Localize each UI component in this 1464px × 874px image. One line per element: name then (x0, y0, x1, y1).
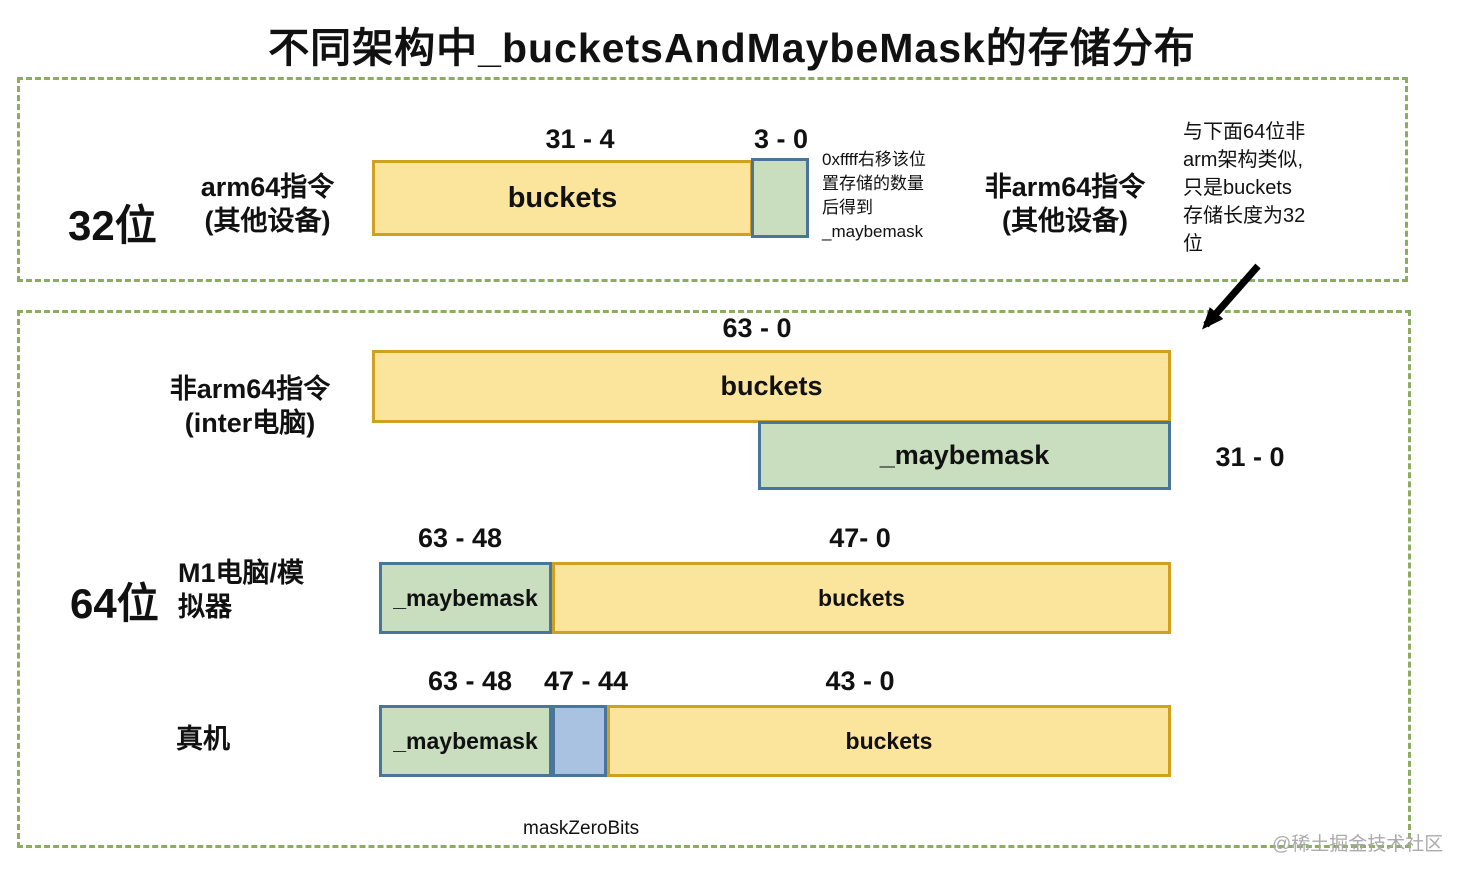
arch-label-real-device: 真机 (176, 724, 230, 754)
buckets-bar-device-label: buckets (845, 727, 933, 754)
maybemask-bar-device: _maybemask (379, 705, 552, 777)
bit-range-63-0: 63 - 0 (722, 313, 792, 343)
bit-range-3-0: 3 - 0 (753, 124, 809, 154)
maybemask-bar-device-label: _maybemask (393, 727, 538, 754)
buckets-bar-intel: buckets (372, 350, 1171, 423)
page-title: 不同架构中_bucketsAndMaybeMask的存储分布 (268, 25, 1196, 71)
maskzerobits-label: maskZeroBits (523, 818, 640, 839)
bit-range-31-4: 31 - 4 (545, 124, 615, 154)
buckets-bar-device: buckets (607, 705, 1171, 777)
watermark-text: @稀土掘金技术社区 (1272, 834, 1444, 855)
arch-label-intel: 非arm64指令 (inter电脑) (169, 374, 331, 438)
similarity-note: 与下面64位非 arm架构类似, 只是buckets 存储长度为32 位 (1183, 121, 1306, 255)
bit-range-63-48-m1: 63 - 48 (417, 523, 503, 553)
buckets-bar-32bit-label: buckets (507, 181, 618, 214)
bitness-label-64: 64位 (70, 580, 159, 627)
bit-range-31-0: 31 - 0 (1215, 442, 1285, 472)
shift-explanation-note: 0xffff右移该位 置存储的数量 后得到 _maybemask (822, 150, 926, 241)
maybemask-bar-m1-label: _maybemask (393, 584, 538, 611)
group-box-64bit (17, 310, 1411, 848)
bit-range-43-0: 43 - 0 (825, 666, 895, 696)
bit-range-47-44: 47 - 44 (543, 666, 629, 696)
buckets-bar-m1-label: buckets (818, 584, 905, 611)
buckets-bar-32bit: buckets (372, 160, 753, 236)
buckets-bar-intel-label: buckets (720, 371, 823, 401)
bit-range-63-48-device: 63 - 48 (427, 666, 513, 696)
arch-label-non-arm64: 非arm64指令 (其他设备) (984, 172, 1146, 236)
bit-range-47-0: 47- 0 (829, 523, 891, 553)
maskzerobits-segment (552, 705, 607, 777)
maybemask-bar-intel-label: _maybemask (879, 440, 1050, 470)
maybemask-bar-m1: _maybemask (379, 562, 552, 634)
arch-label-m1: M1电脑/模 拟器 (178, 558, 305, 622)
bitness-label-32: 32位 (68, 202, 157, 249)
maybemask-bar-intel: _maybemask (758, 421, 1171, 490)
buckets-bar-m1: buckets (552, 562, 1171, 634)
group-box-32bit (17, 77, 1408, 282)
maybemask-segment-32bit (751, 158, 809, 238)
arch-label-arm64: arm64指令 (其他设备) (200, 172, 335, 236)
